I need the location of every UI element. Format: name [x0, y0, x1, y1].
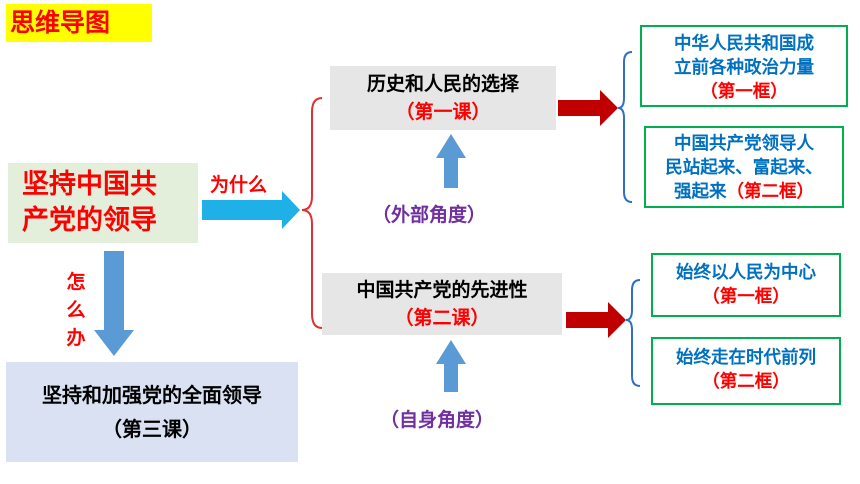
up-arrow-lesson1 — [436, 134, 466, 188]
detail1-line2: 立前各种政治力量 — [674, 58, 814, 78]
detail2-line2: 民站起来、富起来、 — [665, 158, 823, 178]
lessons-bracket — [301, 97, 323, 329]
detail1-box: 中华人民共和国成 立前各种政治力量 （第一框） — [640, 25, 848, 107]
detail3-tag: （第一框） — [702, 287, 790, 307]
detail3-box: 始终以人民为中心 （第一框） — [651, 253, 841, 317]
lesson1-name: 历史和人民的选择 — [366, 73, 519, 95]
page-title: 思维导图 — [6, 4, 152, 42]
detail2-line1: 中国共产党领导人 — [674, 134, 814, 154]
how-label: 怎 么 办 — [64, 268, 88, 352]
lesson3-tag: （第三课） — [102, 417, 202, 441]
detail4-box: 始终走在时代前列 （第二框） — [651, 337, 841, 405]
detail1-line1: 中华人民共和国成 — [674, 34, 814, 54]
why-label: 为什么 — [210, 174, 268, 196]
lesson3-name: 坚持和加强党的全面领导 — [42, 383, 262, 407]
detail2-tail: 强起来 — [674, 182, 727, 202]
lesson1-box: 历史和人民的选择 （第一课） — [330, 66, 556, 130]
lesson2-name: 中国共产党的先进性 — [356, 279, 528, 301]
detail2-box: 中国共产党领导人 民站起来、富起来、 强起来（第二框） — [644, 126, 844, 208]
detail-arrow-2 — [566, 302, 626, 338]
how-label-char3: 办 — [66, 327, 86, 349]
main-topic-line1: 坚持中国共 — [22, 169, 157, 200]
main-topic-line2: 产党的领导 — [22, 205, 157, 236]
how-arrow — [94, 251, 134, 356]
how-label-char2: 么 — [66, 299, 86, 321]
detail4-line: 始终走在时代前列 — [676, 348, 816, 368]
detail3-line: 始终以人民为中心 — [676, 263, 816, 283]
up-arrow-lesson2 — [436, 340, 466, 392]
detail2-line3: 强起来（第二框） — [646, 180, 842, 204]
external-angle-label: （外部角度） — [372, 204, 487, 226]
detail1-tag: （第一框） — [700, 82, 788, 102]
detail2-tag: （第二框） — [726, 182, 815, 202]
lesson3-box: 坚持和加强党的全面领导 （第三课） — [6, 362, 298, 462]
detail4-tag: （第二框） — [702, 372, 790, 392]
lesson2-tag: （第二课） — [394, 307, 490, 329]
main-topic-box: 坚持中国共 产党的领导 — [8, 163, 198, 243]
how-label-char1: 怎 — [66, 271, 86, 293]
internal-angle-label: （自身角度） — [380, 409, 495, 431]
why-arrow — [202, 191, 300, 229]
lesson2-box: 中国共产党的先进性 （第二课） — [322, 273, 562, 335]
details-bracket-2 — [625, 279, 641, 387]
lesson1-tag: （第一课） — [395, 101, 491, 123]
detail-arrow-1 — [558, 90, 618, 126]
details-bracket-1 — [617, 51, 633, 203]
